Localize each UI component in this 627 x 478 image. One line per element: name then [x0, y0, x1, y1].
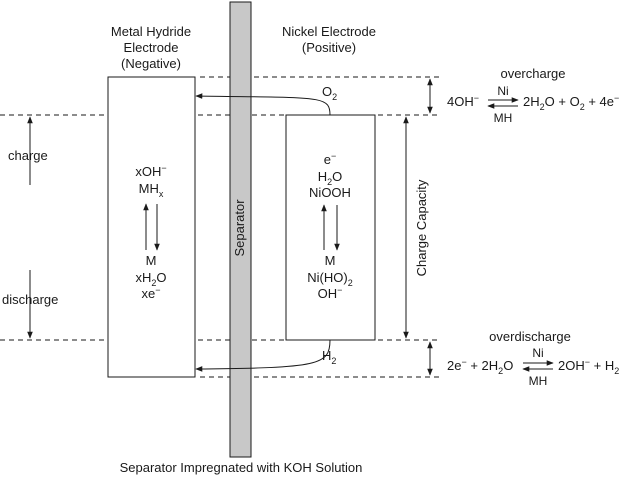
nickel-electrode-label-1: Nickel Electrode: [282, 24, 376, 39]
overdischarge-right: 2OH− + H2: [558, 357, 619, 376]
overdischarge-title: overdischarge: [489, 329, 571, 344]
caption: Separator Impregnated with KOH Solution: [120, 460, 363, 475]
pos-nihoh2: Ni(HO)2: [307, 270, 352, 288]
pos-m: M: [325, 253, 336, 268]
metal-hydride-label-1: Metal Hydride: [111, 24, 191, 39]
hydrogen-transfer-arrow: [195, 339, 331, 372]
metal-hydride-label-3: (Negative): [121, 56, 181, 71]
neg-m: M: [146, 253, 157, 268]
oxygen-transfer-arrow: [195, 93, 331, 116]
nickel-electrode-box: [285, 114, 376, 341]
pos-niooh: NiOOH: [309, 185, 351, 200]
overdischarge-left: 2e− + 2H2O: [447, 357, 513, 376]
overdischarge-catalyst: Ni: [532, 346, 543, 360]
pos-h2o: H2O: [318, 169, 343, 187]
overdischarge-reverse-label: MH: [529, 374, 548, 388]
overcharge-reverse-label: MH: [494, 111, 513, 125]
h2-label: H2: [322, 348, 336, 366]
overcharge-catalyst: Ni: [497, 84, 508, 98]
separator-bar: [229, 1, 252, 458]
charge-capacity-label: Charge Capacity: [414, 179, 429, 276]
neg-xh2o: xH2O: [135, 270, 166, 288]
pos-e: e−: [324, 151, 337, 167]
o2-label: O2: [322, 84, 337, 102]
overcharge-right: 2H2O + O2 + 4e−: [523, 93, 619, 112]
neg-xe: xe−: [142, 285, 161, 301]
overcharge-left: 4OH−: [447, 93, 479, 109]
metal-hydride-electrode-box: [107, 76, 196, 378]
metal-hydride-label-2: Electrode: [124, 40, 179, 55]
pos-oh: OH−: [318, 285, 343, 301]
neg-mhx: MHx: [139, 181, 164, 199]
nickel-electrode-label-2: (Positive): [302, 40, 356, 55]
neg-xoh: xOH−: [135, 163, 166, 179]
separator-label: Separator: [232, 199, 247, 257]
charge-label: charge: [8, 148, 48, 163]
overcharge-title: overcharge: [500, 66, 565, 81]
discharge-label: discharge: [2, 292, 58, 307]
